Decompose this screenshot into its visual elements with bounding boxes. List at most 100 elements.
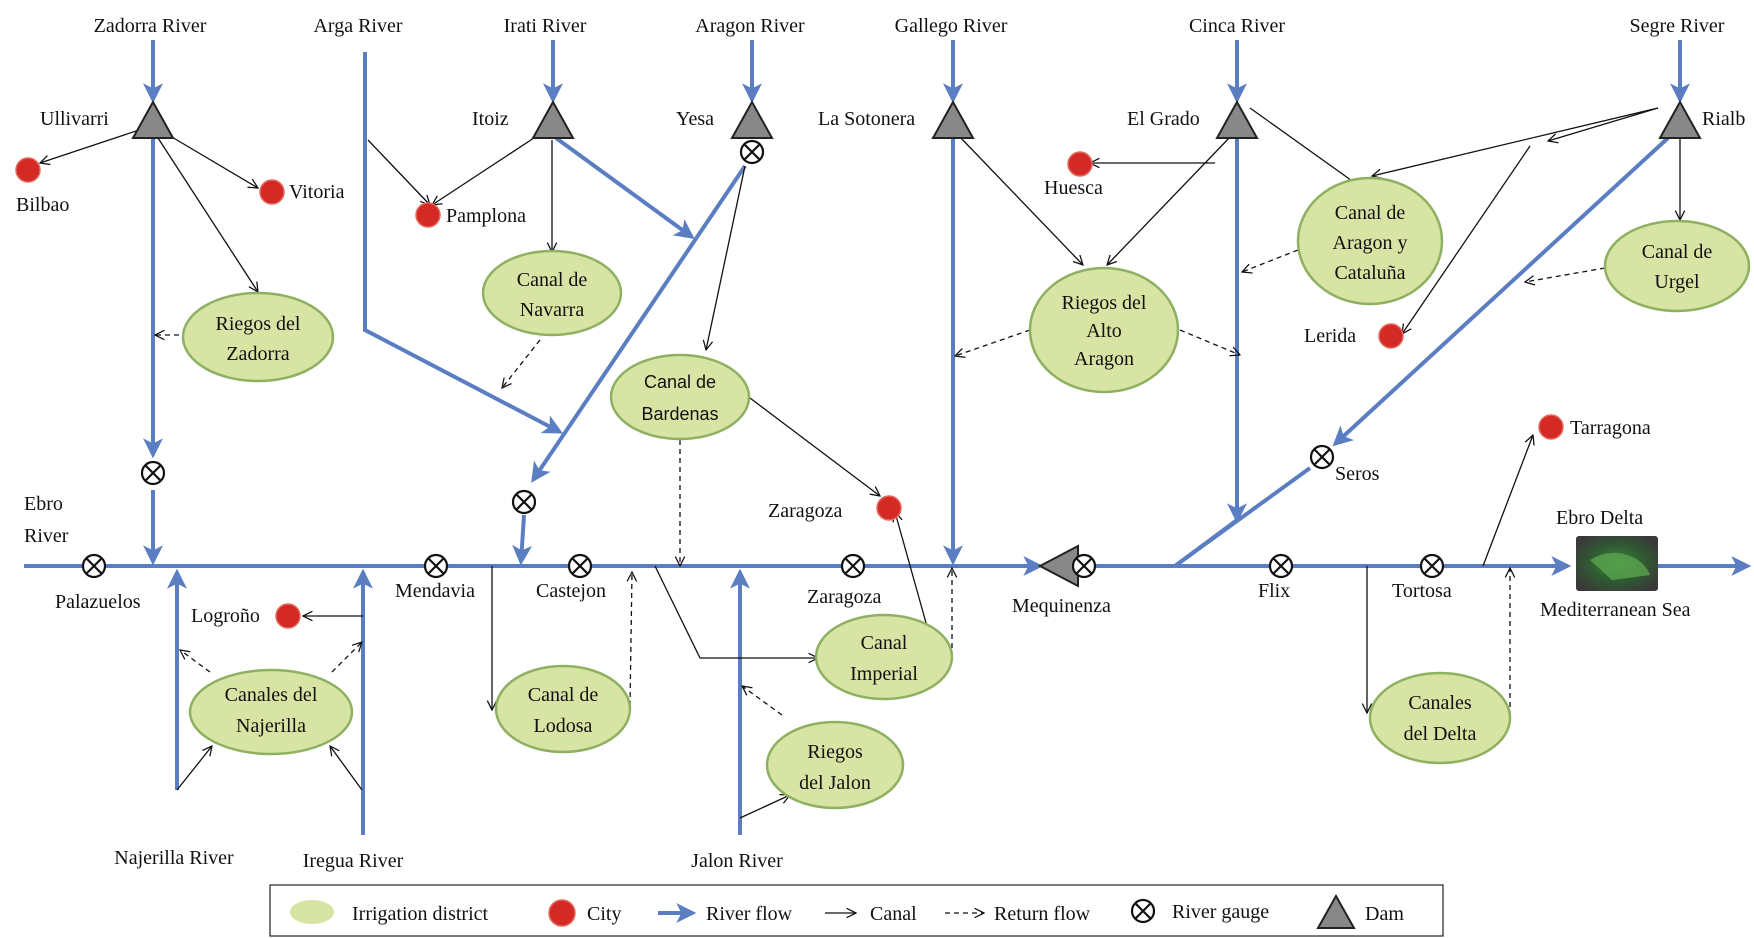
legend-gauge-swatch bbox=[1130, 898, 1156, 924]
return-flows bbox=[155, 249, 1606, 716]
district-label-line1: Canal de bbox=[644, 372, 716, 392]
city-label-logrono: Logroño bbox=[191, 605, 260, 627]
aragon-river-final-flow bbox=[512, 514, 533, 566]
dam-label-el-grado: El Grado bbox=[1127, 108, 1200, 130]
canal-rialb-lerida bbox=[1402, 145, 1531, 334]
canal-sotonera-altoaragon bbox=[957, 134, 1083, 265]
gauge-marker-mendavia bbox=[423, 553, 449, 579]
city-label-lerida: Lerida bbox=[1304, 325, 1356, 347]
city-marker-lerida bbox=[1378, 323, 1404, 349]
district-canal-de-navarra: Canal de Navarra bbox=[481, 249, 623, 337]
river-label-ebro-line2: River bbox=[24, 525, 69, 547]
city-marker-vitoria bbox=[259, 179, 285, 205]
legend: Irrigation district City River flow Cana… bbox=[269, 884, 1444, 937]
segre-river-final-flow bbox=[1173, 466, 1312, 568]
return-altoaragon-left bbox=[955, 329, 1031, 356]
return-altoaragon-right bbox=[1179, 329, 1240, 355]
return-navarra bbox=[502, 339, 541, 388]
district-canal-de-urgel: Canal de Urgel bbox=[1603, 219, 1751, 313]
gauge-marker-zadorra bbox=[140, 460, 166, 486]
district-label-line1: Canal bbox=[861, 632, 908, 654]
district-label-line2: Zadorra bbox=[226, 343, 289, 365]
river-label-segre: Segre River bbox=[1630, 15, 1725, 37]
district-canales-del-delta: Canales del Delta bbox=[1368, 671, 1512, 765]
district-label-line1: Riegos del bbox=[216, 313, 301, 335]
dam-label-mequinenza: Mequinenza bbox=[1012, 595, 1111, 617]
return-jalon bbox=[742, 686, 783, 716]
legend-dam-label: Dam bbox=[1365, 903, 1404, 925]
canal-bardenas-zaragoza bbox=[749, 397, 880, 496]
city-marker-zaragoza bbox=[876, 495, 902, 521]
river-label-jalon: Jalon River bbox=[691, 850, 783, 872]
dam-marker-yesa bbox=[730, 99, 774, 139]
return-najerilla-right bbox=[331, 642, 362, 673]
dam-marker-rialb bbox=[1658, 99, 1702, 139]
legend-district-swatch bbox=[290, 900, 334, 924]
gauge-marker-flix bbox=[1268, 553, 1294, 579]
arga-river-flow bbox=[363, 52, 563, 434]
district-label-line1: Canal de bbox=[517, 269, 588, 291]
return-najerilla-left bbox=[180, 650, 211, 673]
dam-marker-el-grado bbox=[1215, 99, 1259, 139]
district-label-line2: Bardenas bbox=[641, 404, 718, 424]
canal-arga-pamplona bbox=[367, 139, 430, 205]
canal-iregua-district bbox=[330, 746, 363, 791]
irati-river-lower-flow bbox=[554, 136, 695, 239]
canal-jalon-district bbox=[739, 795, 790, 819]
canal-imperial-feed bbox=[654, 565, 818, 658]
city-label-pamplona: Pamplona bbox=[446, 205, 526, 227]
return-urgel bbox=[1525, 267, 1606, 282]
ebro-delta-label: Ebro Delta bbox=[1556, 507, 1643, 529]
city-label-bilbao: Bilbao bbox=[16, 194, 69, 216]
river-label-gallego: Gallego River bbox=[895, 15, 1008, 37]
canal-rialb-node bbox=[1548, 107, 1659, 141]
river-label-cinca: Cinca River bbox=[1189, 15, 1285, 37]
district-label-line2: Navarra bbox=[520, 299, 585, 321]
district-label-line1: Canales bbox=[1408, 692, 1472, 714]
district-riegos-del-alto-aragon: Riegos del Alto Aragon bbox=[1028, 266, 1180, 394]
dam-label-rialb: Rialb bbox=[1702, 108, 1745, 130]
canal-elgrado-aragoncataluna bbox=[1249, 107, 1362, 188]
dam-marker-itoiz bbox=[531, 99, 575, 139]
legend-return-label: Return flow bbox=[994, 903, 1091, 925]
city-label-huesca: Huesca bbox=[1044, 177, 1103, 199]
district-canales-del-najerilla: Canales del Najerilla bbox=[188, 668, 354, 756]
district-label-line3: Cataluña bbox=[1334, 262, 1405, 284]
district-label-line1: Canal de bbox=[1335, 202, 1406, 224]
canal-ullivarri-zadorra bbox=[157, 137, 258, 292]
dam-label-ullivarri: Ullivarri bbox=[40, 108, 109, 130]
gauge-label-zaragoza: Zaragoza bbox=[807, 586, 882, 608]
canal-yesa-bardenas bbox=[706, 165, 746, 350]
city-marker-pamplona bbox=[415, 202, 441, 228]
city-marker-tarragona bbox=[1538, 414, 1564, 440]
legend-dam-swatch bbox=[1316, 893, 1356, 929]
gauge-label-castejon: Castejon bbox=[536, 580, 606, 602]
district-canal-de-lodosa: Canal de Lodosa bbox=[494, 664, 632, 754]
city-marker-logrono bbox=[275, 603, 301, 629]
river-gauges: Palazuelos Mendavia Castejon Zaragoza bbox=[55, 139, 1452, 613]
district-label-line1: Riegos del bbox=[1062, 292, 1147, 314]
dam-label-la-sotonera: La Sotonera bbox=[818, 108, 915, 130]
district-label-line1: Riegos bbox=[807, 741, 863, 763]
dam-marker-ullivarri bbox=[131, 99, 175, 139]
return-aragoncataluna bbox=[1242, 249, 1299, 272]
irrigation-districts: Riegos del Zadorra Canal de Navarra Cana… bbox=[181, 176, 1751, 810]
district-label-line2: Alto bbox=[1086, 320, 1122, 342]
district-label-line1: Canal de bbox=[528, 684, 599, 706]
city-label-tarragona: Tarragona bbox=[1570, 417, 1651, 439]
district-label-line2: Najerilla bbox=[236, 715, 306, 737]
canal-imperial-zaragoza bbox=[895, 512, 929, 631]
dam-label-yesa: Yesa bbox=[676, 108, 714, 130]
district-canal-de-aragon-y-cataluna: Canal de Aragon y Cataluña bbox=[1296, 176, 1444, 306]
gauge-marker-seros bbox=[1309, 444, 1335, 470]
gauge-marker-palazuelos bbox=[81, 553, 107, 579]
canal-ullivarri-bilbao bbox=[40, 127, 146, 163]
gauge-marker-yesa bbox=[739, 139, 765, 165]
legend-gauge-label: River gauge bbox=[1172, 901, 1269, 923]
river-labels: Zadorra River Arga River Irati River Ara… bbox=[24, 15, 1725, 872]
gauge-marker-castejon bbox=[567, 553, 593, 579]
gauge-label-palazuelos: Palazuelos bbox=[55, 591, 141, 613]
legend-city-label: City bbox=[587, 903, 621, 925]
canal-elgrado-altoaragon bbox=[1107, 134, 1233, 265]
